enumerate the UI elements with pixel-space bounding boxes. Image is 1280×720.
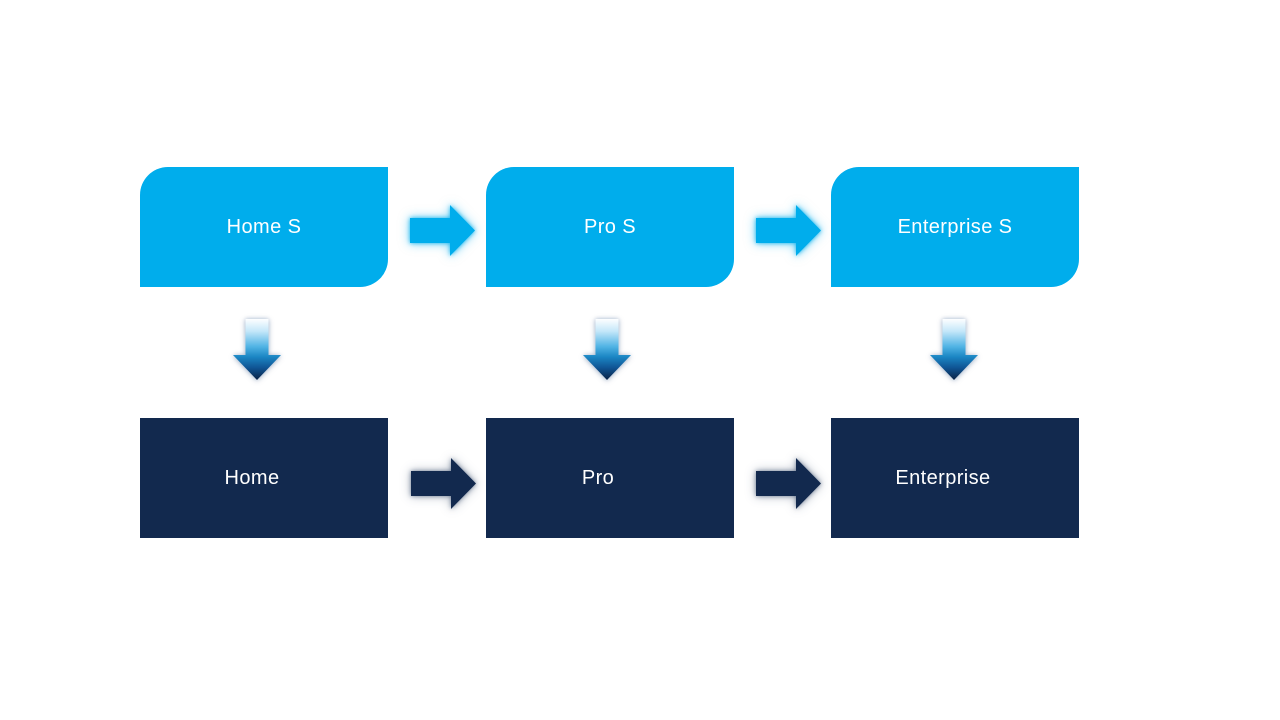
node-enterprise-s-label: Enterprise S [897,215,1013,238]
right-arrow-pro-to-enterprise-icon [756,458,821,509]
node-home-box: Home [140,418,388,538]
node-pro-box: Pro [486,418,734,538]
down-arrow-home-s-to-home-icon [233,319,281,380]
right-arrow-pro-s-to-enterprise-s-icon [756,205,821,256]
right-arrow-home-to-pro-icon [411,458,476,509]
node-home-s-box: Home S [140,167,388,287]
node-pro-s-label: Pro S [583,215,637,238]
down-arrow-pro-s-to-pro-icon [583,319,631,380]
right-arrow-home-s-to-pro-s-icon [410,205,475,256]
node-enterprise-label: Enterprise [895,466,991,489]
node-enterprise-box: Enterprise [831,418,1079,538]
down-arrow-enterprise-s-to-enterprise-icon [930,319,978,380]
node-pro-s-box: Pro S [486,167,734,287]
node-pro-label: Pro [581,466,615,489]
node-home-s-label: Home S [226,215,302,238]
node-home-label: Home [224,466,280,489]
node-enterprise-s-box: Enterprise S [831,167,1079,287]
